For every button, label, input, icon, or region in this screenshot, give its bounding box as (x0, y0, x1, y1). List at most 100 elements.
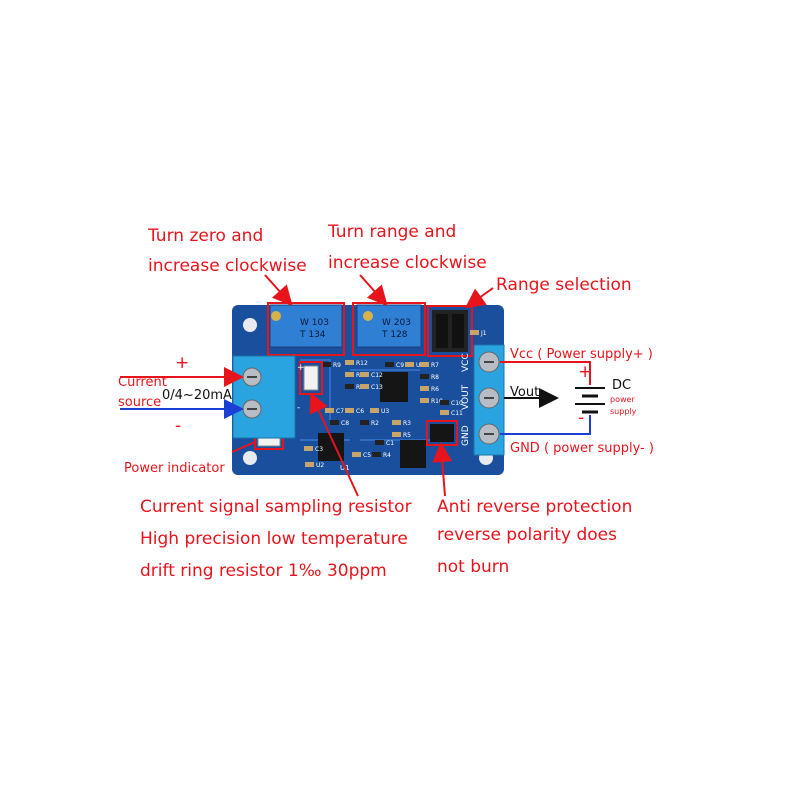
zero-callout-line2: increase clockwise (148, 256, 307, 276)
output-terminal-block[interactable] (473, 344, 505, 456)
smd-part (440, 410, 449, 415)
pot1-line2-text: T 134 (299, 330, 326, 340)
smd-part (392, 420, 401, 425)
current-source-line1: Current (118, 375, 167, 390)
smd-part (392, 432, 401, 437)
smd-part (345, 384, 354, 389)
battery-symbol (575, 387, 605, 414)
input-minus-label: - (175, 416, 182, 436)
silk-c1: C1 (386, 440, 394, 447)
dc-sub-line2: supply (610, 407, 637, 416)
smd-part (325, 408, 334, 413)
smd-part (375, 440, 384, 445)
smd-part (470, 330, 479, 335)
silk-c7: C7 (336, 408, 344, 415)
silk-c9: C9 (396, 362, 404, 369)
terminal-silk-gnd: GND (461, 425, 471, 446)
smd-part (322, 362, 331, 367)
range-potentiometer[interactable]: W 203 T 128 (352, 302, 426, 356)
sampling-line2: High precision low temperature (140, 529, 408, 549)
battery-plus-label: + (578, 362, 593, 382)
sampling-callout-arrow (309, 392, 359, 497)
terminal-silk-vout: VOUT (461, 384, 471, 410)
terminal-minus-mark: - (297, 403, 300, 413)
zero-pot-highlight (267, 302, 345, 356)
smd-part (372, 452, 381, 457)
zero-callout-line1: Turn zero and (148, 226, 264, 246)
anti-reverse-line2: reverse polarity does (437, 525, 617, 545)
silk-r8: R8 (431, 374, 439, 381)
smd-part (385, 362, 394, 367)
silk-c11: C11 (451, 410, 463, 417)
smd-part (405, 362, 414, 367)
silk-r7: R7 (431, 362, 439, 369)
terminal-silkscreen: VCC VOUT GND (461, 353, 471, 446)
smd-part (360, 384, 369, 389)
pot2-line1-text: W 203 (382, 318, 411, 328)
ic-chip (380, 372, 408, 402)
zero-potentiometer[interactable]: W 103 T 134 (267, 302, 345, 356)
smd-components: R9R12R11R13C12C13C9U4R7R8R6R10C10C11C7C8… (304, 330, 487, 469)
silk-c13: C13 (371, 384, 383, 391)
sampling-line1: Current signal sampling resistor (140, 497, 412, 517)
diode-callout-arrow (432, 442, 453, 497)
protection-diode (426, 420, 458, 446)
smd-part (360, 420, 369, 425)
dc-label: DC (612, 378, 632, 393)
current-source-line2: source (118, 395, 162, 410)
smd-part (420, 398, 429, 403)
sampling-line3: drift ring resistor 1‰ 30ppm (140, 561, 387, 581)
anti-reverse-line1: Anti reverse protection (437, 497, 633, 517)
terminal-plus-mark: + (297, 363, 305, 373)
silk-c5: C5 (363, 452, 371, 459)
silk-r2: R2 (371, 420, 379, 427)
silk-r6: R6 (431, 386, 439, 393)
zero-callout-arrow (264, 274, 293, 306)
terminal-silk-vcc: VCC (461, 353, 471, 372)
input-terminal-block[interactable] (232, 355, 296, 439)
anti-reverse-line3: not burn (437, 557, 510, 577)
smd-part (420, 362, 429, 367)
smd-part (440, 400, 449, 405)
gnd-wire (500, 415, 591, 435)
silk-r10: R10 (431, 398, 443, 405)
silk-u3: U3 (381, 408, 389, 415)
power-indicator-label: Power indicator (124, 461, 225, 476)
silk-c3: C3 (315, 446, 323, 453)
silk-r12: R12 (356, 360, 368, 367)
range-selection-label: Range selection (496, 275, 632, 295)
silk-c6: C6 (356, 408, 364, 415)
smd-part (305, 462, 314, 467)
vout-label: Vout (510, 385, 540, 400)
silk-r9: R9 (333, 362, 341, 369)
led-callout-line (231, 441, 256, 453)
smd-part (360, 372, 369, 377)
mount-hole (243, 318, 257, 332)
range-callout-line2: increase clockwise (328, 253, 487, 273)
range-callout-arrow (359, 274, 388, 306)
range-jumper[interactable] (427, 305, 473, 357)
current-range-label: 0/4~20mA (162, 388, 232, 403)
pot1-line1-text: W 103 (300, 318, 329, 328)
smd-part (330, 420, 339, 425)
gnd-label: GND ( power supply- ) (510, 441, 654, 456)
range-callout-line1: Turn range and (328, 222, 457, 242)
vcc-wire (500, 361, 591, 385)
mount-hole (243, 451, 257, 465)
silk-r4: R4 (383, 452, 391, 459)
silk-r3: R3 (403, 420, 411, 427)
smd-part (345, 372, 354, 377)
input-plus-label: + (175, 353, 190, 373)
jumper-callout-arrow (464, 287, 494, 309)
ic-chip (400, 440, 426, 468)
smd-part (345, 408, 354, 413)
silk-u2: U2 (316, 462, 324, 469)
dc-sub-line1: power (610, 395, 635, 404)
silk-r5: R5 (403, 432, 411, 439)
vcc-label: Vcc ( Power supply+ ) (510, 347, 653, 362)
battery-minus-label: - (578, 408, 585, 428)
smd-part (420, 374, 429, 379)
silk-c12: C12 (371, 372, 383, 379)
smd-part (370, 408, 379, 413)
